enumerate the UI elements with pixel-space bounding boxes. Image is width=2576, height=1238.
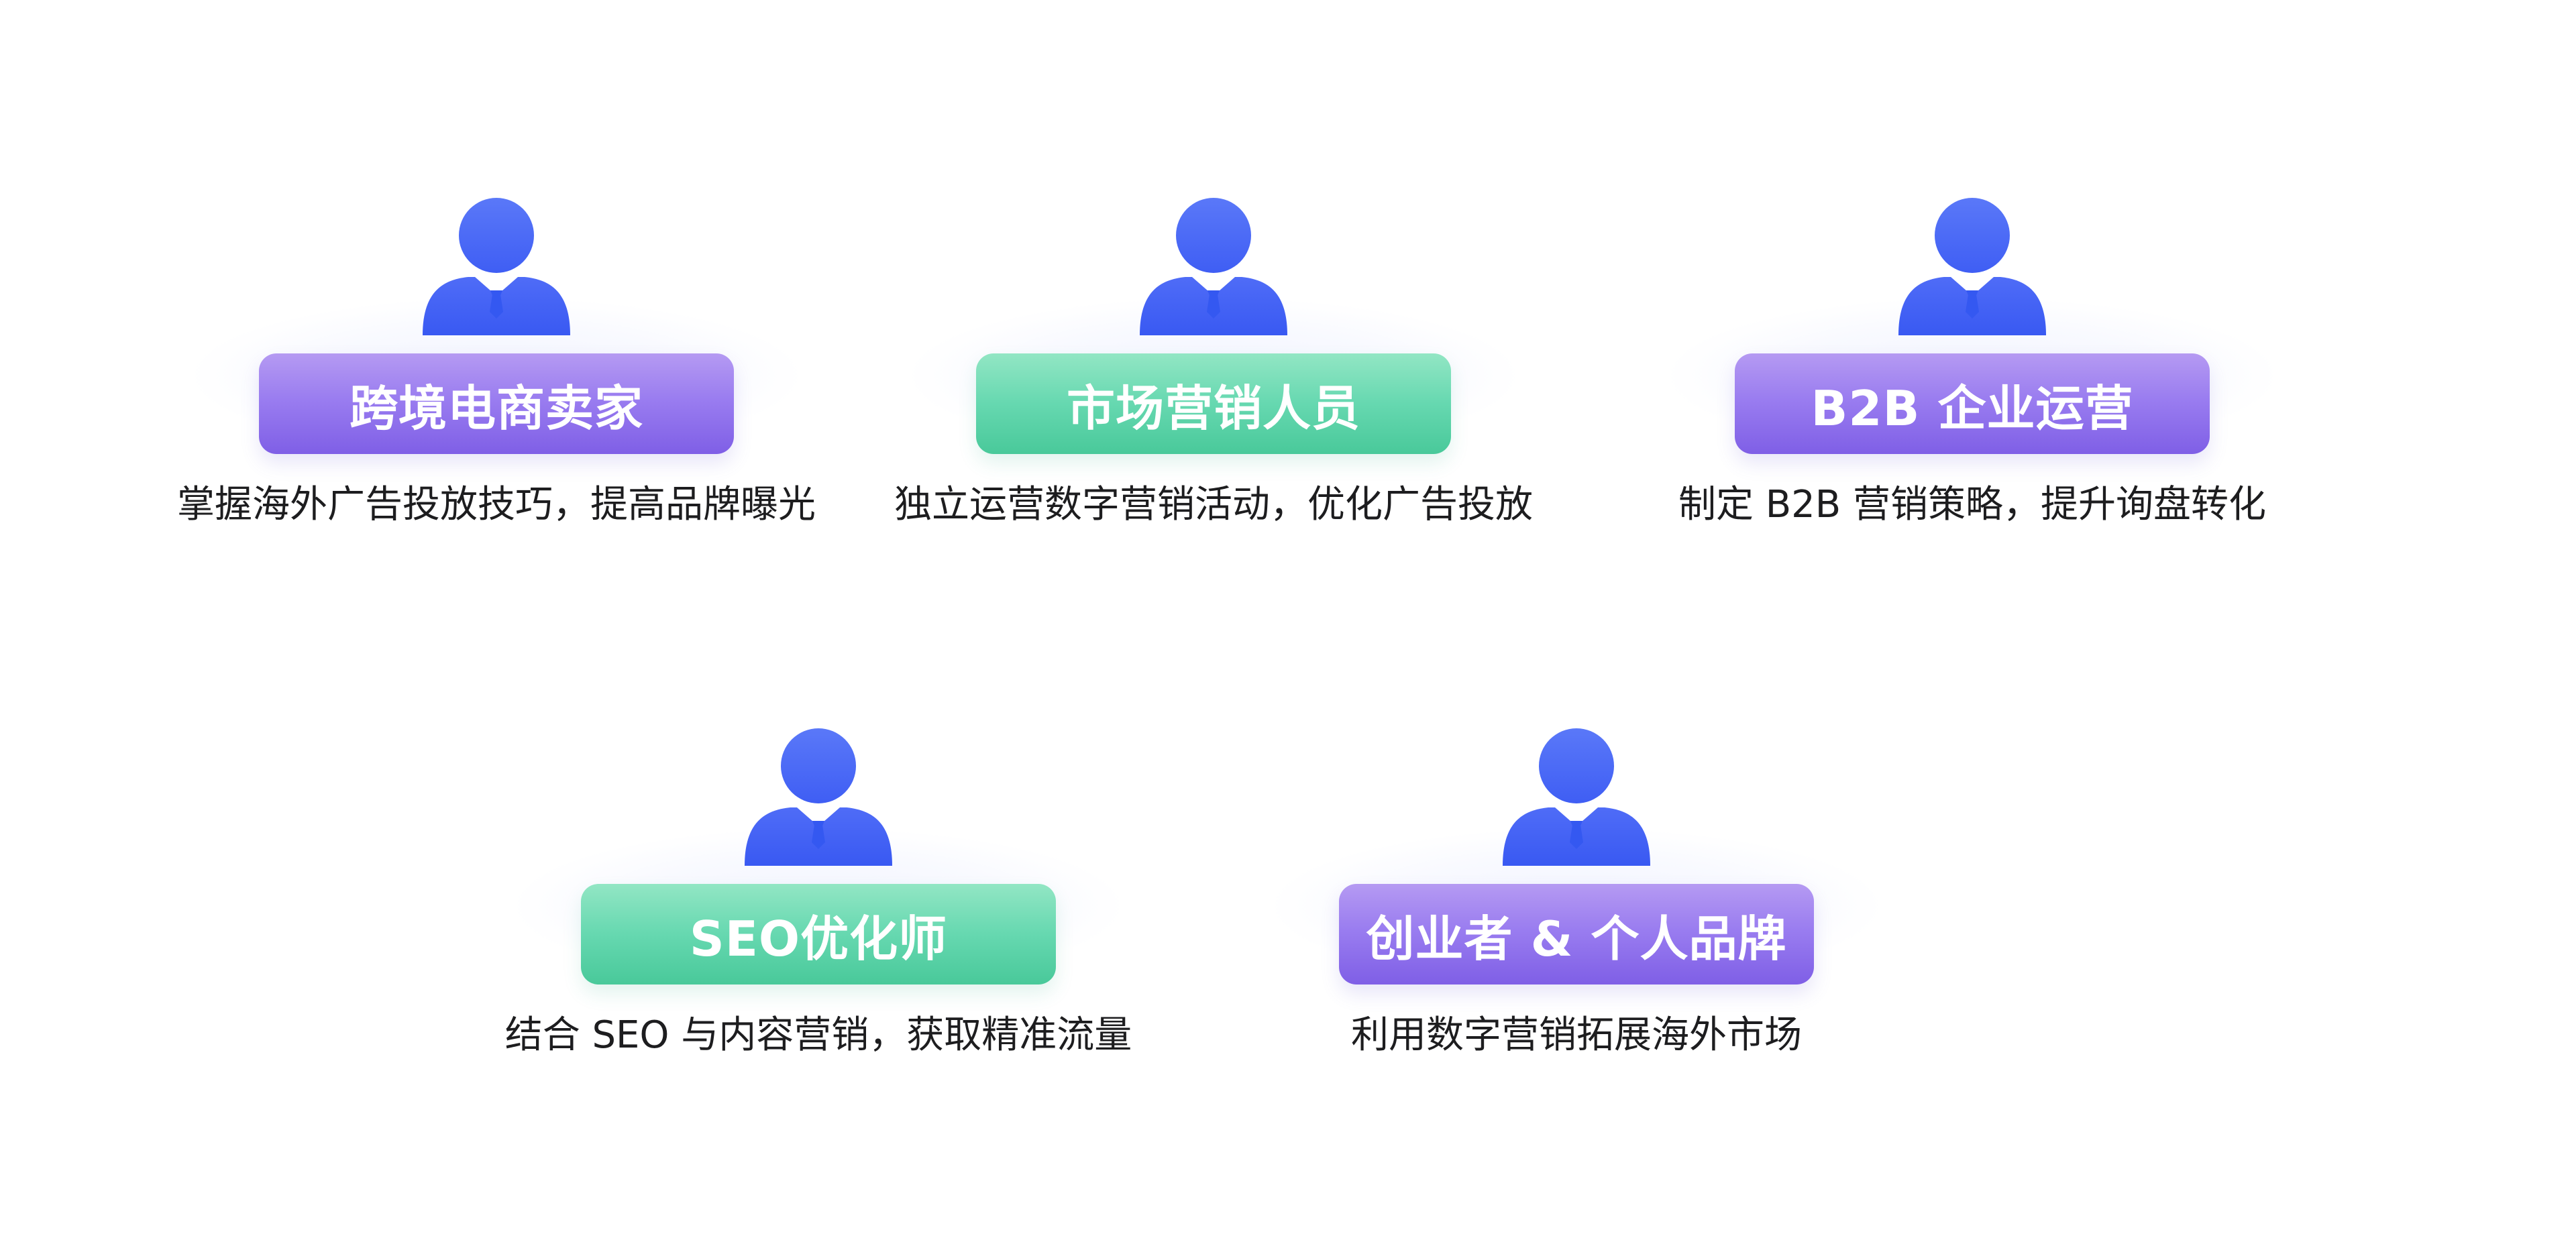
audience-description: 独立运营数字营销活动，优化广告投放	[894, 483, 1533, 526]
audience-description: 制定 B2B 营销策略，提升询盘转化	[1678, 483, 2267, 526]
user-icon	[745, 728, 892, 866]
audience-title-badge: B2B 企业运营	[1735, 353, 2210, 454]
audience-title-badge: 市场营销人员	[976, 353, 1451, 454]
audience-card-entrepreneur: 创业者 & 个人品牌 利用数字营销拓展海外市场	[1241, 728, 1912, 1104]
audience-description: 掌握海外广告投放技巧，提高品牌曝光	[177, 483, 816, 526]
audience-card-cross-border-seller: 跨境电商卖家 掌握海外广告投放技巧，提高品牌曝光	[161, 198, 832, 573]
audience-description: 结合 SEO 与内容营销，获取精准流量	[504, 1013, 1132, 1057]
audience-title-badge: 跨境电商卖家	[259, 353, 734, 454]
user-icon	[423, 198, 570, 335]
audience-card-marketing-staff: 市场营销人员 独立运营数字营销活动，优化广告投放	[878, 198, 1549, 573]
audience-description: 利用数字营销拓展海外市场	[1351, 1013, 1802, 1057]
user-icon	[1503, 728, 1650, 866]
audience-card-seo-specialist: SEO优化师 结合 SEO 与内容营销，获取精准流量	[483, 728, 1154, 1104]
audience-card-b2b-operations: B2B 企业运营 制定 B2B 营销策略，提升询盘转化	[1637, 198, 2308, 573]
audience-title-badge: 创业者 & 个人品牌	[1339, 884, 1814, 984]
user-icon	[1898, 198, 2046, 335]
user-icon	[1140, 198, 1287, 335]
audience-title-badge: SEO优化师	[581, 884, 1056, 984]
